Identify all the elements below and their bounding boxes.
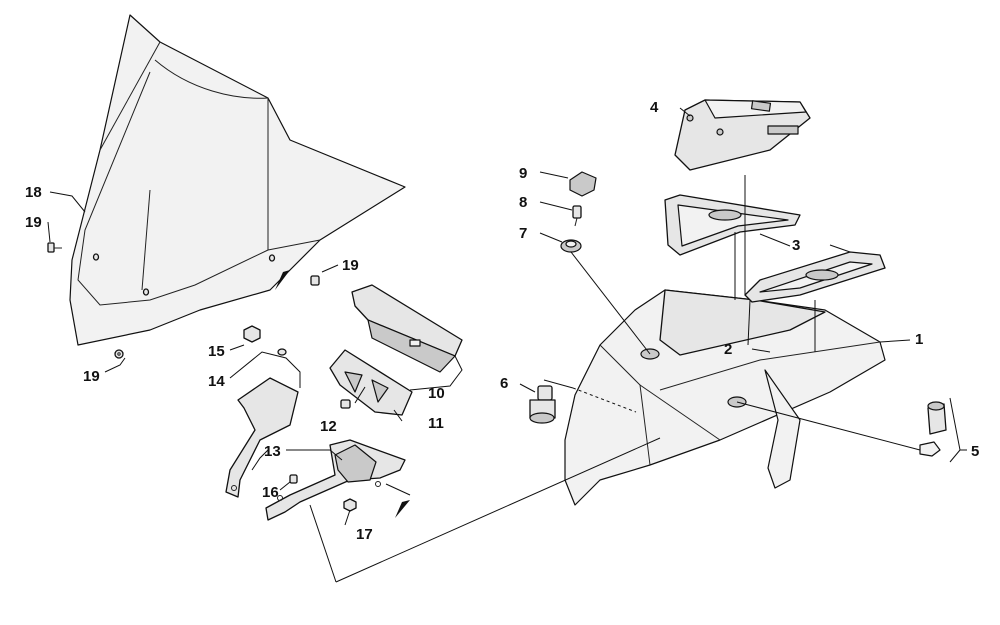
callout-10: 10: [428, 385, 445, 402]
callout-15: 15: [208, 343, 225, 360]
trim-panel-3-upper: [664, 194, 801, 256]
bracket-13: [225, 377, 406, 521]
nut-15: [243, 325, 261, 343]
callout-11: 11: [428, 415, 444, 432]
key-8: [572, 205, 582, 227]
callout-6: 6: [500, 375, 508, 392]
key-cap-9: [569, 171, 597, 197]
callout-2: 2: [724, 341, 732, 358]
direction-arrows: [275, 270, 410, 518]
callout-7: 7: [519, 225, 527, 242]
callout-19-right: 19: [342, 257, 359, 274]
callout-13: 13: [264, 443, 281, 460]
callout-16: 16: [262, 484, 279, 501]
washer-19-bottom: [114, 349, 124, 359]
hood-1: [564, 289, 886, 506]
windshield: [69, 14, 406, 346]
callout-1: 1: [915, 331, 923, 348]
arrow-icon: [395, 500, 410, 518]
switch-6: [529, 385, 556, 424]
callout-4: 4: [650, 99, 659, 116]
callout-18: 18: [25, 184, 42, 201]
callout-19-bottom: 19: [83, 368, 100, 385]
nut-17: [343, 498, 357, 512]
callout-19-left: 19: [25, 214, 42, 231]
connector-5: [919, 401, 947, 457]
callouts: 1 2 3 4 5 6 7 8 9 10 11 12 13 14 15 16 1…: [25, 99, 979, 543]
callout-17: 17: [356, 526, 373, 543]
trim-panel-3-lower: [744, 251, 886, 303]
callout-9: 9: [519, 165, 527, 182]
callout-5: 5: [971, 443, 979, 460]
screw-19-left: [47, 242, 62, 253]
leader-lines: [47, 107, 967, 583]
gauge-housing-11: [329, 349, 413, 416]
washer-14: [277, 348, 287, 356]
gauge-module-10: [351, 284, 463, 373]
callout-14: 14: [208, 373, 225, 390]
storage-lid-4: [674, 99, 811, 171]
screw-19-right: [310, 275, 320, 286]
screw-12: [340, 399, 351, 409]
screw-16: [289, 474, 298, 484]
bezel-7: [560, 239, 582, 253]
arrow-icon: [275, 270, 290, 290]
callout-8: 8: [519, 194, 527, 211]
callout-12: 12: [320, 418, 337, 435]
callout-3: 3: [792, 237, 800, 254]
